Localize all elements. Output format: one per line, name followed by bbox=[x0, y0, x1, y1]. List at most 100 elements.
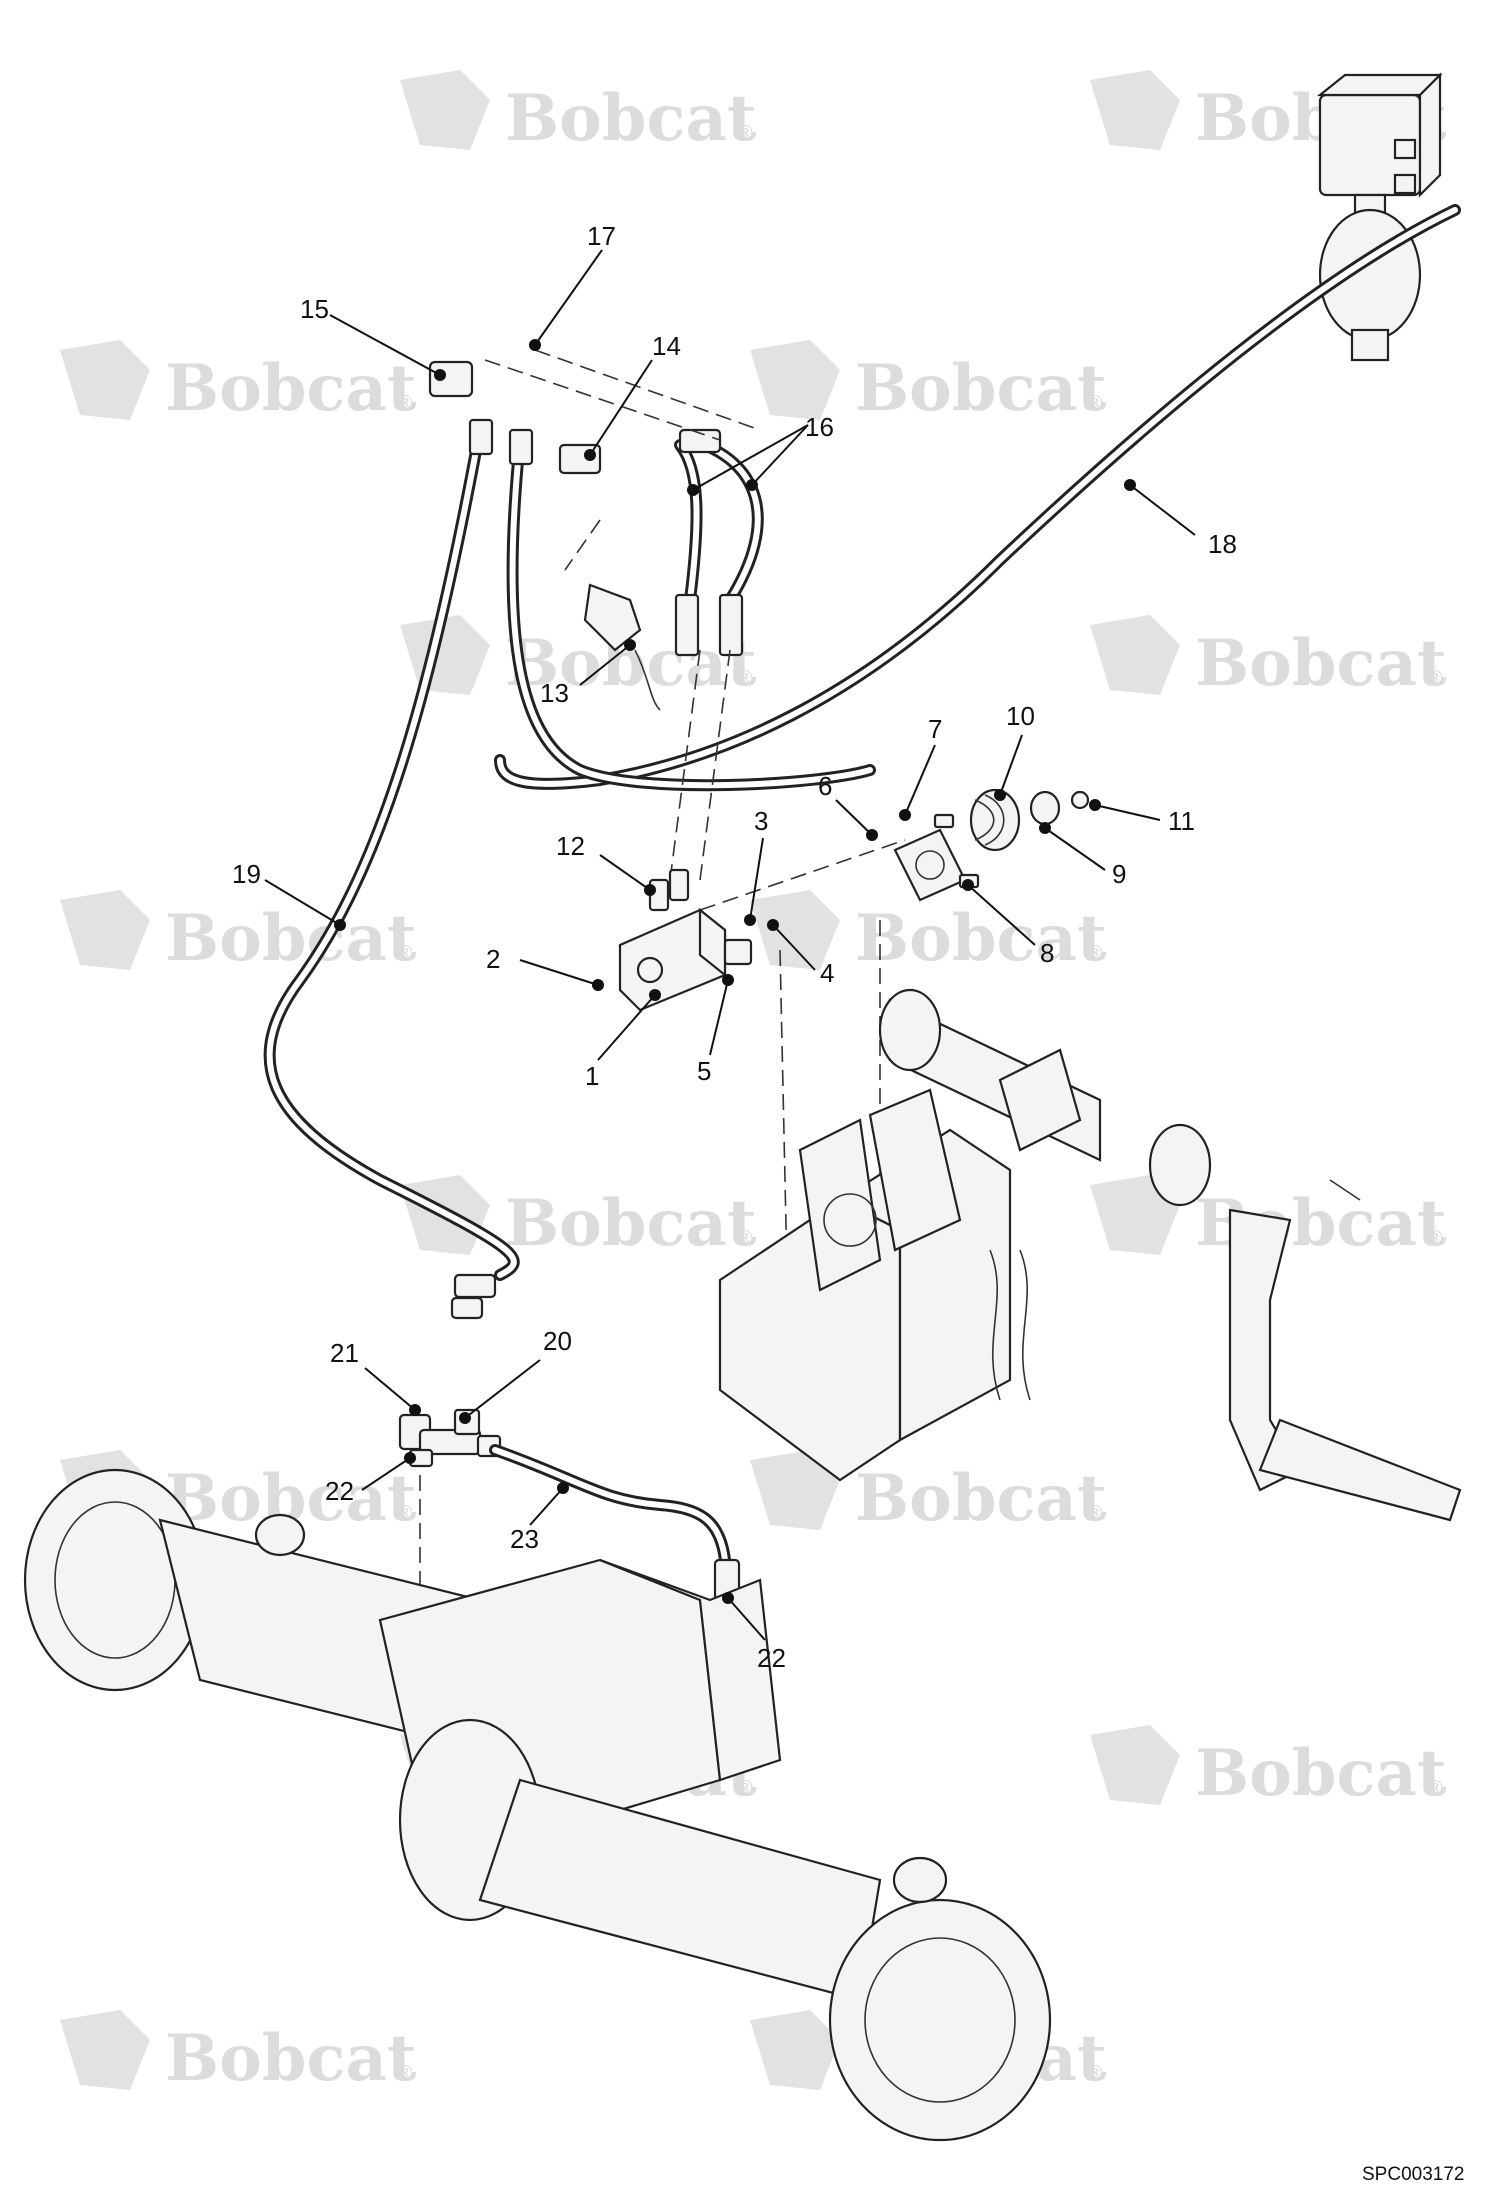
watermark-logo: Bobcat® bbox=[60, 890, 417, 976]
watermark-text: Bobcat bbox=[855, 901, 1107, 976]
callout-9: 9 bbox=[1039, 822, 1126, 889]
callout-10: 10 bbox=[994, 701, 1035, 801]
callout-22-lower: 22 bbox=[722, 1592, 786, 1673]
callout-label: 5 bbox=[697, 1056, 711, 1086]
bobcat-mark-icon bbox=[60, 340, 150, 420]
fittings-cluster bbox=[428, 360, 744, 711]
hose-19 bbox=[263, 434, 520, 1281]
registered-mark: ® bbox=[735, 121, 755, 145]
tee-fitting bbox=[398, 1273, 502, 1468]
callout-6: 6 bbox=[818, 771, 878, 841]
watermark-text: Bobcat bbox=[1195, 1736, 1447, 1811]
callout-label: 21 bbox=[330, 1338, 359, 1368]
axle bbox=[23, 1468, 1052, 2142]
callout-15: 15 bbox=[300, 294, 446, 381]
callout-label: 16 bbox=[805, 412, 834, 442]
callout-7: 7 bbox=[899, 714, 942, 821]
bobcat-mark-icon bbox=[750, 2010, 840, 2090]
brake-pedal bbox=[1228, 1179, 1462, 1522]
bobcat-mark-icon bbox=[60, 890, 150, 970]
callout-13: 13 bbox=[540, 639, 636, 708]
callout-label: 15 bbox=[300, 294, 329, 324]
callout-23: 23 bbox=[510, 1482, 569, 1554]
accumulator bbox=[1316, 72, 1443, 362]
bobcat-mark-icon bbox=[60, 2010, 150, 2090]
callout-label: 22 bbox=[325, 1476, 354, 1506]
callout-5: 5 bbox=[697, 974, 734, 1086]
watermark-text: Bobcat bbox=[1195, 626, 1447, 701]
registered-mark: ® bbox=[1085, 941, 1105, 965]
watermark-logo: Bobcat® bbox=[750, 890, 1107, 976]
callout-label: 23 bbox=[510, 1524, 539, 1554]
bobcat-mark-icon bbox=[750, 1450, 840, 1530]
callout-12: 12 bbox=[556, 831, 656, 896]
pedal-frame bbox=[718, 1088, 1031, 1482]
pedal-shaft bbox=[878, 988, 1212, 1207]
callout-8: 8 bbox=[962, 879, 1054, 968]
watermark-logo: Bobcat® bbox=[750, 340, 1107, 426]
callout-17: 17 bbox=[529, 221, 616, 351]
callout-label: 7 bbox=[928, 714, 942, 744]
registered-mark: ® bbox=[1085, 2061, 1105, 2085]
watermark-logo: Bobcat® bbox=[400, 615, 757, 701]
registered-mark: ® bbox=[1425, 1226, 1445, 1250]
watermark-logo: Bobcat® bbox=[400, 70, 757, 156]
spring-10 bbox=[969, 788, 1090, 852]
callout-label: 8 bbox=[1040, 938, 1054, 968]
bobcat-mark-icon bbox=[1090, 615, 1180, 695]
callout-label: 4 bbox=[820, 958, 834, 988]
watermark-text: Bobcat bbox=[505, 1186, 757, 1261]
callout-label: 19 bbox=[232, 859, 261, 889]
callout-label: 17 bbox=[587, 221, 616, 251]
watermark-logo: Bobcat® bbox=[1090, 1725, 1447, 1811]
registered-mark: ® bbox=[395, 2061, 415, 2085]
callout-4: 4 bbox=[767, 919, 834, 988]
bobcat-mark-icon bbox=[750, 340, 840, 420]
callout-14: 14 bbox=[584, 331, 681, 461]
callout-2: 2 bbox=[486, 944, 604, 991]
callout-label: 22 bbox=[757, 1643, 786, 1673]
callout-1: 1 bbox=[585, 989, 661, 1091]
watermark-text: Bobcat bbox=[165, 901, 417, 976]
callout-label: 10 bbox=[1006, 701, 1035, 731]
callout-label: 9 bbox=[1112, 859, 1126, 889]
callout-label: 18 bbox=[1208, 529, 1237, 559]
registered-mark: ® bbox=[1085, 1501, 1105, 1525]
callout-label: 14 bbox=[652, 331, 681, 361]
callout-18: 18 bbox=[1124, 479, 1237, 559]
watermark-logo: Bobcat® bbox=[1090, 615, 1447, 701]
callout-19: 19 bbox=[232, 859, 346, 931]
registered-mark: ® bbox=[395, 941, 415, 965]
watermark-logo: Bobcat® bbox=[60, 2010, 417, 2096]
callout-label: 20 bbox=[543, 1326, 572, 1356]
callout-label: 11 bbox=[1168, 806, 1195, 836]
callout-label: 6 bbox=[818, 771, 832, 801]
registered-mark: ® bbox=[1425, 1776, 1445, 1800]
hose-return bbox=[506, 434, 876, 792]
brake-valve bbox=[618, 868, 753, 1012]
registered-mark: ® bbox=[395, 1501, 415, 1525]
hose-16 bbox=[674, 434, 764, 606]
hose-18 bbox=[494, 204, 1461, 790]
bobcat-mark-icon bbox=[750, 890, 840, 970]
bobcat-mark-icon bbox=[1090, 70, 1180, 150]
watermark-layer: Bobcat®Bobcat®Bobcat®Bobcat®Bobcat®Bobca… bbox=[60, 70, 1447, 2096]
callout-label: 12 bbox=[556, 831, 585, 861]
registered-mark: ® bbox=[735, 666, 755, 690]
callout-label: 3 bbox=[754, 806, 768, 836]
watermark-text: Bobcat bbox=[855, 1461, 1107, 1536]
callout-3: 3 bbox=[744, 806, 768, 926]
callout-21: 21 bbox=[330, 1338, 421, 1416]
registered-mark: ® bbox=[735, 1776, 755, 1800]
callout-label: 1 bbox=[585, 1061, 599, 1091]
registered-mark: ® bbox=[1425, 666, 1445, 690]
watermark-logo: Bobcat® bbox=[60, 340, 417, 426]
callout-22-upper: 22 bbox=[325, 1452, 416, 1506]
callout-11: 11 bbox=[1089, 799, 1195, 836]
bobcat-mark-icon bbox=[400, 70, 490, 150]
watermark-logo: Bobcat® bbox=[750, 1450, 1107, 1536]
watermark-text: Bobcat bbox=[165, 2021, 417, 2096]
registered-mark: ® bbox=[395, 391, 415, 415]
callout-label: 2 bbox=[486, 944, 500, 974]
